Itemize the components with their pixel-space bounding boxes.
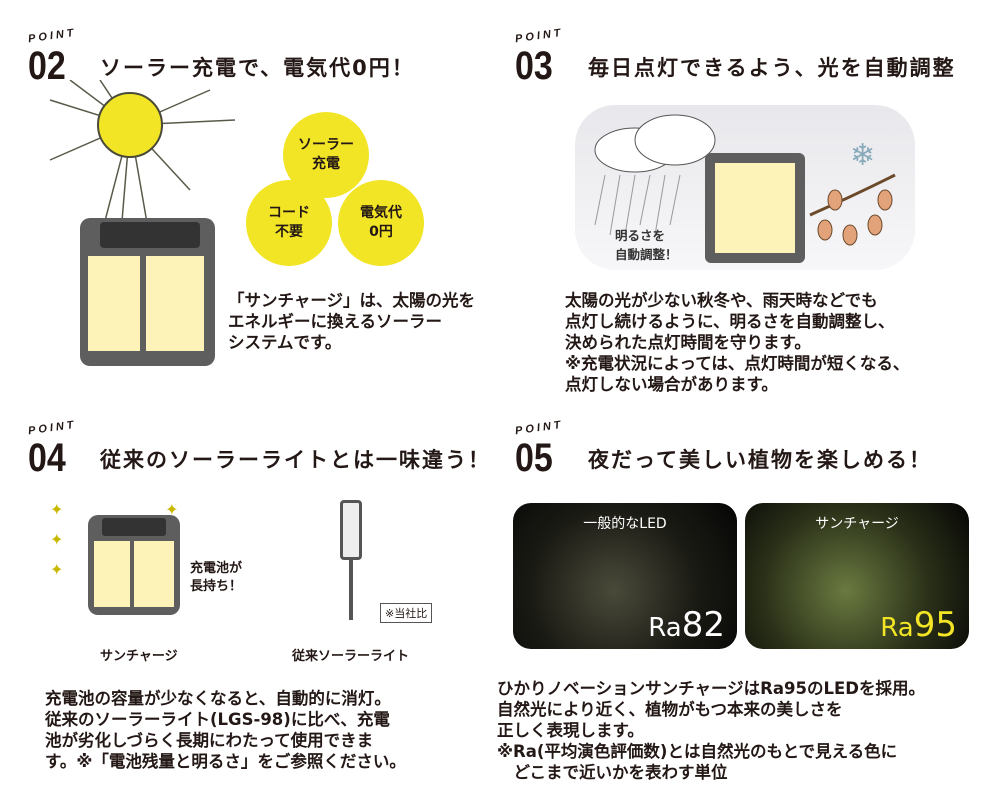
ra-prefix: Ra xyxy=(648,613,682,643)
point-number: 05 xyxy=(515,436,553,480)
section-body: 充電池の容量が少なくなると、自動的に消灯。 従来のソーラーライト(LGS-98)… xyxy=(45,689,406,771)
section-title: ソーラー充電で、電気代0円！ xyxy=(100,56,415,80)
photo-suncharge: サンチャージ Ra95 xyxy=(745,503,969,649)
photo-general-led: 一般的なLED Ra82 xyxy=(513,503,737,649)
point-label: POINT xyxy=(27,26,78,46)
badge-zero-cost: 電気代 0円 xyxy=(338,180,424,266)
point-label: POINT xyxy=(514,418,565,438)
suncharge-cube-illustration xyxy=(88,515,180,615)
conventional-light-illustration xyxy=(340,500,362,620)
auto-adjust-label: 明るさを 自動調整！ xyxy=(615,228,678,262)
point-number: 02 xyxy=(28,44,66,88)
ra-value: 95 xyxy=(913,605,957,645)
battery-callout: 充電池が 長持ち！ xyxy=(190,561,243,594)
product-b-label: 従来ソーラーライト xyxy=(292,649,410,664)
solar-cube-illustration xyxy=(80,218,215,366)
weather-illustration: ❄ 明るさを 自動調整！ xyxy=(575,105,915,270)
ra-value: 82 xyxy=(681,605,725,645)
photo-caption: サンチャージ xyxy=(815,516,899,532)
section-body: ひかりノベーションサンチャージはRa95のLEDを採用。 自然光により近く、植物… xyxy=(497,679,925,782)
point-number: 04 xyxy=(28,436,66,480)
section-title: 毎日点灯できるよう、光を自動調整 xyxy=(588,56,956,80)
photo-caption: 一般的なLED xyxy=(583,516,667,532)
section-title: 従来のソーラーライトとは一味違う！ xyxy=(100,448,491,472)
section-title: 夜だって美しい植物を楽しめる！ xyxy=(588,448,932,472)
point-number: 03 xyxy=(515,44,553,88)
sparkle-icons: ✦ ✦✦✦ xyxy=(50,500,179,579)
section-body: 「サンチャージ」は、太陽の光を エネルギーに換えるソーラー システムです。 xyxy=(228,291,476,352)
section-body: 太陽の光が少ない秋冬や、雨天時などでも 点灯し続けるように、明るさを自動調整し、… xyxy=(565,291,910,394)
ra-prefix: Ra xyxy=(880,613,914,643)
point-label: POINT xyxy=(514,26,565,46)
badge-solar-charge: ソーラー 充電 xyxy=(283,112,369,198)
svg-text:❄: ❄ xyxy=(850,138,875,173)
comparison-note: ※当社比 xyxy=(380,603,433,623)
badge-cordless: コード 不要 xyxy=(246,180,332,266)
product-a-label: サンチャージ xyxy=(100,649,178,664)
point-label: POINT xyxy=(27,418,78,438)
